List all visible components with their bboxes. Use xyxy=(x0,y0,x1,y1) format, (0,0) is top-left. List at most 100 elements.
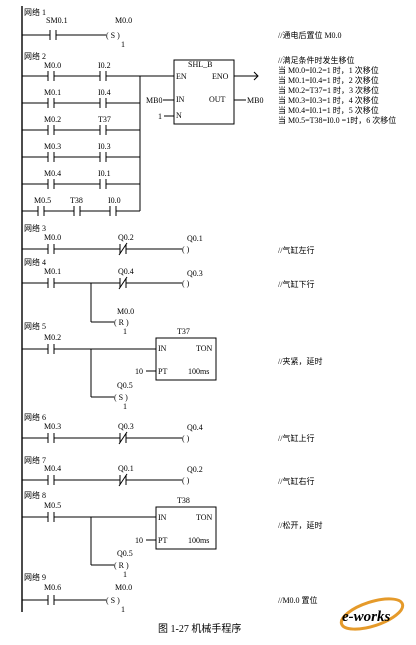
contact-label: M0.5 xyxy=(44,501,61,510)
network-7-comment: //气缸右行 xyxy=(278,476,314,486)
timer-label: T38 xyxy=(177,496,190,505)
time-base: 100ms xyxy=(188,536,209,545)
network-6-comment: //气缸上行 xyxy=(278,433,314,443)
reset-coil: ( R ) xyxy=(114,561,129,570)
network-1-comment: //通电后置位 M0.0 xyxy=(278,30,342,40)
output-coil: ( ) xyxy=(182,476,190,485)
pin-eno: ENO xyxy=(212,72,229,81)
n-operand: 1 xyxy=(158,112,162,121)
coil-label: Q0.1 xyxy=(187,234,203,243)
contact-label: T37 xyxy=(98,115,111,124)
coil-label: Q0.2 xyxy=(187,465,203,474)
contact-label: M0.2 xyxy=(44,333,61,342)
timer-type: TON xyxy=(196,344,213,353)
network-9-comment: //M0.0 置位 xyxy=(278,595,318,605)
contact-label: M0.0 xyxy=(44,233,61,242)
set-coil-count: 1 xyxy=(121,40,125,49)
reset-coil-count: 1 xyxy=(123,327,127,336)
network-4-label: 网络 4 xyxy=(24,257,46,267)
contact-label: I0.2 xyxy=(98,61,111,70)
comment-line: 当 M0.5=T38=I0.0 =1时，6 次移位 xyxy=(278,115,396,125)
figure-caption: 图 1-27 机械手程序 xyxy=(158,622,241,635)
coil-label: M0.0 xyxy=(115,583,132,592)
nc-slash xyxy=(118,242,128,256)
logo-text: e-works xyxy=(342,609,390,625)
shl-b-title: SHL_B xyxy=(188,60,212,69)
network-7: 网络 7 M0.4 Q0.1 Q0.2 ( ) //气缸右行 xyxy=(22,455,314,487)
network-2: 网络 2 M0.0 I0.2 M0.1 I0.4 M0.2 T37 M0.3 I… xyxy=(22,51,396,216)
network-5-label: 网络 5 xyxy=(24,321,46,331)
pin-pt: PT xyxy=(158,536,167,545)
contact-label: M0.0 xyxy=(44,61,61,70)
output-coil: ( ) xyxy=(182,434,190,443)
contact-label: M0.1 xyxy=(44,88,61,97)
reset-coil-count: 1 xyxy=(123,570,127,579)
contact-no xyxy=(49,30,57,40)
contact-label: M0.6 xyxy=(44,583,61,592)
contact-label: M0.1 xyxy=(44,267,61,276)
out-operand: MB0 xyxy=(247,96,263,105)
network-4-comment: //气缸下行 xyxy=(278,279,314,289)
set-coil-count: 1 xyxy=(121,605,125,614)
comment-line: //满足条件时发生移位 xyxy=(278,55,354,65)
contact-label: I0.1 xyxy=(98,169,111,178)
network-6: 网络 6 M0.3 Q0.3 Q0.4 ( ) //气缸上行 xyxy=(22,412,314,445)
timer-type: TON xyxy=(196,513,213,522)
contact-label: Q0.1 xyxy=(118,464,134,473)
pin-in: IN xyxy=(158,344,167,353)
output-coil: ( ) xyxy=(182,245,190,254)
shl-b-block xyxy=(173,59,235,125)
contact-label: Q0.4 xyxy=(118,267,134,276)
contact-label: I0.3 xyxy=(98,142,111,151)
network-2-comments: //满足条件时发生移位 当 M0.0=I0.2=1 时，1 次移位 当 M0.1… xyxy=(278,55,396,125)
network-3-comment: //气缸左行 xyxy=(278,245,314,255)
network-1: 网络 1 SM0.1 M0.0 ( S ) 1 //通电后置位 M0.0 xyxy=(22,7,342,49)
contact-label: M0.4 xyxy=(44,169,61,178)
output-coil: ( ) xyxy=(182,279,190,288)
coil-m0-0-label: M0.0 xyxy=(115,16,132,25)
comment-line: 当 M0.4=I0.1=1 时，5 次移位 xyxy=(278,105,379,115)
ton-block xyxy=(155,506,217,550)
coil-label: Q0.4 xyxy=(187,423,203,432)
network-2-label: 网络 2 xyxy=(24,51,46,61)
contact-label: M0.4 xyxy=(44,464,61,473)
time-base: 100ms xyxy=(188,367,209,376)
contact-label: M0.2 xyxy=(44,115,61,124)
set-coil: ( S ) xyxy=(106,596,120,605)
timer-label: T37 xyxy=(177,327,190,336)
pin-pt: PT xyxy=(158,367,167,376)
comment-line: 当 M0.3=I0.3=1 时，4 次移位 xyxy=(278,95,379,105)
e-works-logo: e-works xyxy=(339,597,405,631)
preset-value: 10 xyxy=(135,536,143,545)
comment-line: 当 M0.0=I0.2=1 时，1 次移位 xyxy=(278,65,379,75)
coil-label: Q0.5 xyxy=(117,549,133,558)
contact-label: Q0.2 xyxy=(118,233,134,242)
network-5: 网络 5 M0.2 T37 IN TON PT 100ms 10 Q0.5 ( … xyxy=(22,321,322,411)
network-9-label: 网络 9 xyxy=(24,572,46,582)
pin-in: IN xyxy=(176,95,185,104)
coil-label: Q0.3 xyxy=(187,269,203,278)
reset-coil: ( R ) xyxy=(114,318,129,327)
preset-value: 10 xyxy=(135,367,143,376)
network-1-label: 网络 1 xyxy=(24,7,46,17)
contact-label: T38 xyxy=(70,196,83,205)
comment-line: 当 M0.2=T37=1 时，3 次移位 xyxy=(278,85,379,95)
pin-in: IN xyxy=(158,513,167,522)
pin-out: OUT xyxy=(209,95,226,104)
network-8: 网络 8 M0.5 T38 IN TON PT 100ms 10 Q0.5 ( … xyxy=(22,490,322,579)
in-operand: MB0 xyxy=(146,96,162,105)
set-coil: ( S ) xyxy=(114,393,128,402)
network-8-label: 网络 8 xyxy=(24,490,46,500)
contact-sm0-1-label: SM0.1 xyxy=(46,16,68,25)
network-3: 网络 3 M0.0 Q0.2 Q0.1 ( ) //气缸左行 xyxy=(22,223,314,256)
contact-label: I0.4 xyxy=(98,88,111,97)
network-6-label: 网络 6 xyxy=(24,412,46,422)
contact-label: I0.0 xyxy=(108,196,121,205)
set-coil: ( S ) xyxy=(106,31,120,40)
arrow-icon xyxy=(253,71,259,81)
network-8-comment: //松开，延时 xyxy=(278,520,322,530)
ton-block xyxy=(155,337,217,381)
contact-label: M0.3 xyxy=(44,142,61,151)
pin-en: EN xyxy=(176,72,187,81)
network-3-label: 网络 3 xyxy=(24,223,46,233)
